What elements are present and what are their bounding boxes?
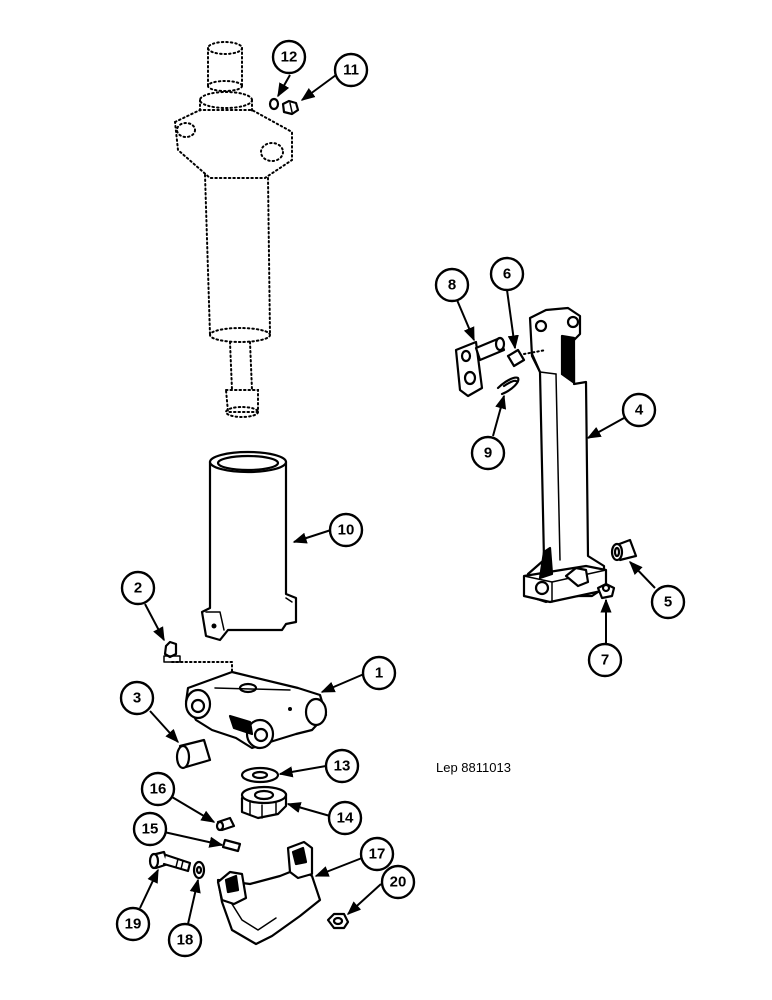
washer-part-18 [192,860,206,880]
tube-part-10 [200,450,298,642]
bush-part-5 [610,538,638,562]
callout-3-label: 3 [133,690,141,707]
callout-19: 19 [115,906,151,942]
leader-6 [506,289,519,350]
leader-15 [163,831,224,848]
guard-part-17 [216,840,322,946]
callout-15: 15 [132,811,168,847]
leader-16 [171,796,216,823]
callout-18-label: 18 [177,932,194,949]
callout-6: 6 [489,256,525,292]
callout-8: 8 [434,267,470,303]
plug-part-6 [506,348,547,368]
leader-11 [300,74,337,101]
callout-7: 7 [587,642,623,678]
fitting-part-2 [163,640,233,677]
callout-4-label: 4 [635,402,644,419]
callout-16: 16 [140,771,176,807]
leader-13 [278,765,327,778]
bolt-part-19 [148,850,192,873]
callout-5-label: 5 [664,594,672,611]
locking-pin-part-8 [454,336,506,398]
leader-8 [456,299,475,342]
callout-18: 18 [167,922,203,958]
washer-part-13 [240,766,280,784]
callout-15-label: 15 [142,821,159,838]
callout-12: 12 [271,39,307,75]
callout-10-label: 10 [338,522,355,539]
leader-12 [277,74,291,98]
callout-19-label: 19 [125,916,142,933]
leader-14 [286,802,331,817]
callout-12-label: 12 [281,49,298,66]
callout-4: 4 [621,392,657,428]
leader-5 [629,560,656,589]
callout-20: 20 [380,864,416,900]
callout-13: 13 [324,748,360,784]
o-ring-part-12 [268,97,280,111]
screw-part-16 [215,816,236,832]
callout-11: 11 [333,52,369,88]
callout-9: 9 [470,435,506,471]
callout-14: 14 [327,800,363,836]
leader-19 [139,868,159,909]
leader-4 [586,417,625,439]
callout-5: 5 [650,584,686,620]
leader-lines [139,74,656,925]
column-part-4 [522,306,608,604]
callout-6-label: 6 [503,266,511,283]
callout-1-label: 1 [375,665,383,682]
bush-part-3 [175,738,212,770]
callout-20-label: 20 [390,874,407,891]
castle-nut-part-14 [240,785,288,820]
drawing-reference: Lep 8811013 [436,760,511,775]
callout-9-label: 9 [484,445,492,462]
leader-10 [292,529,332,544]
leader-17 [314,857,363,877]
leader-3 [149,710,179,744]
callout-8-label: 8 [448,277,456,294]
callout-11-label: 11 [343,62,359,79]
nut-part-20 [326,912,350,930]
leader-9 [492,394,507,437]
callout-10: 10 [328,512,364,548]
pivot-yoke-part-1 [184,670,328,750]
hydraulic-cylinder-outline [173,41,293,418]
callout-13-label: 13 [334,758,351,775]
callout-7-label: 7 [601,652,609,669]
callout-14-label: 14 [337,810,354,827]
pin-part-15 [221,838,242,853]
callout-1: 1 [361,655,397,691]
callout-2: 2 [120,570,156,606]
leader-20 [346,883,382,915]
spring-clip-part-9 [496,376,520,396]
callout-16-label: 16 [150,781,167,798]
grease-fitting-part-11 [281,99,300,116]
leader-2 [144,603,165,642]
callout-17: 17 [359,836,395,872]
grease-nipple-part-7 [596,582,616,600]
callout-3: 3 [119,680,155,716]
callout-17-label: 17 [369,846,386,863]
leader-1 [320,673,365,693]
leader-18 [187,878,201,925]
callout-2-label: 2 [134,580,142,597]
